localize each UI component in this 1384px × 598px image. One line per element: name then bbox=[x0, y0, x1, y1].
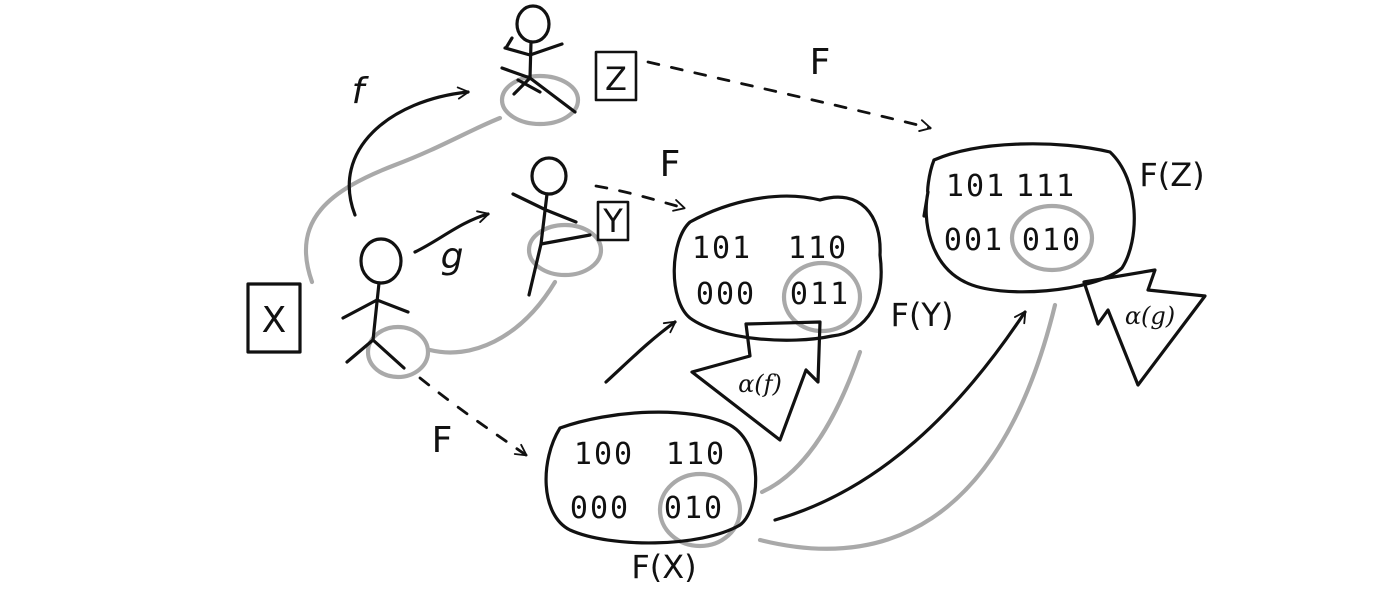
image-fx: 100 110 000 010 F(X) bbox=[544, 410, 758, 586]
grey-curve-x-to-y bbox=[427, 279, 558, 355]
fy-cell: 101 bbox=[692, 231, 752, 266]
blob-fx-outline bbox=[544, 410, 758, 545]
fy-label: F(Y) bbox=[891, 296, 954, 334]
fz-cell: 001 bbox=[944, 223, 1004, 258]
arrow-g bbox=[413, 210, 490, 254]
fy-cell: 000 bbox=[696, 277, 756, 312]
fx-cell: 110 bbox=[666, 437, 726, 472]
highlight-x-element bbox=[365, 324, 431, 380]
component-alpha-g: α(g) bbox=[1082, 268, 1207, 387]
highlight-y-element bbox=[526, 222, 604, 278]
grey-curve-fx-to-fy bbox=[759, 349, 863, 495]
grey-traces bbox=[303, 73, 1095, 551]
functor-arrows bbox=[418, 60, 932, 457]
fy-cell: 011 bbox=[790, 277, 850, 312]
fx-label: F(X) bbox=[631, 548, 696, 586]
highlight-fx-010 bbox=[657, 471, 743, 549]
object-label-z: Z bbox=[605, 60, 627, 98]
label-functor-x: F bbox=[432, 420, 453, 461]
stick-figure-z bbox=[500, 4, 577, 114]
arrow-fx-to-fz bbox=[773, 310, 1027, 522]
blob-fy-outline bbox=[672, 194, 883, 342]
fx-cell: 010 bbox=[664, 491, 724, 526]
object-label-y: Y bbox=[602, 202, 623, 240]
alpha-g-label: α(g) bbox=[1125, 302, 1175, 330]
alpha-f-label: α(f) bbox=[738, 370, 782, 398]
highlight-z-element bbox=[499, 73, 581, 127]
alpha-f-shape bbox=[690, 320, 822, 442]
fx-cell: 000 bbox=[570, 491, 630, 526]
labels: f g F F F bbox=[352, 42, 831, 461]
grey-curve-x-to-z bbox=[303, 115, 503, 285]
grey-curve-fx-to-fz bbox=[757, 302, 1058, 551]
fx-cell: 100 bbox=[574, 437, 634, 472]
highlight-fy-011 bbox=[781, 260, 863, 334]
object-box-z: Z bbox=[594, 50, 638, 102]
morphism-arrows bbox=[347, 86, 1027, 522]
fy-cell: 110 bbox=[788, 231, 848, 266]
stick-figure-y bbox=[511, 156, 592, 297]
arrow-f bbox=[347, 86, 470, 217]
image-fy: 101 110 000 011 F(Y) bbox=[672, 194, 954, 342]
fz-cell: 111 bbox=[1016, 169, 1076, 204]
label-f: f bbox=[352, 71, 370, 112]
fz-label: F(Z) bbox=[1139, 156, 1204, 194]
label-functor-y: F bbox=[660, 144, 681, 185]
object-label-x: X bbox=[262, 300, 287, 341]
component-alpha-f: α(f) bbox=[690, 320, 822, 442]
fz-cell: 010 bbox=[1022, 223, 1082, 258]
arrow-fx-to-fy bbox=[604, 320, 677, 384]
object-box-y: Y bbox=[596, 200, 630, 242]
label-g: g bbox=[441, 236, 464, 277]
alpha-g-shape bbox=[1082, 268, 1207, 387]
highlight-fz-010 bbox=[1009, 203, 1095, 273]
stick-figure-x bbox=[341, 237, 410, 370]
functor-arrow-z bbox=[646, 60, 932, 132]
object-box-x: X bbox=[246, 282, 302, 354]
blob-fz-outline bbox=[922, 142, 1136, 294]
functor-arrow-y bbox=[594, 184, 686, 212]
label-functor-z: F bbox=[810, 42, 831, 83]
fz-cell: 101 bbox=[946, 169, 1006, 204]
image-fz: 101 111 001 010 F(Z) bbox=[922, 142, 1205, 294]
